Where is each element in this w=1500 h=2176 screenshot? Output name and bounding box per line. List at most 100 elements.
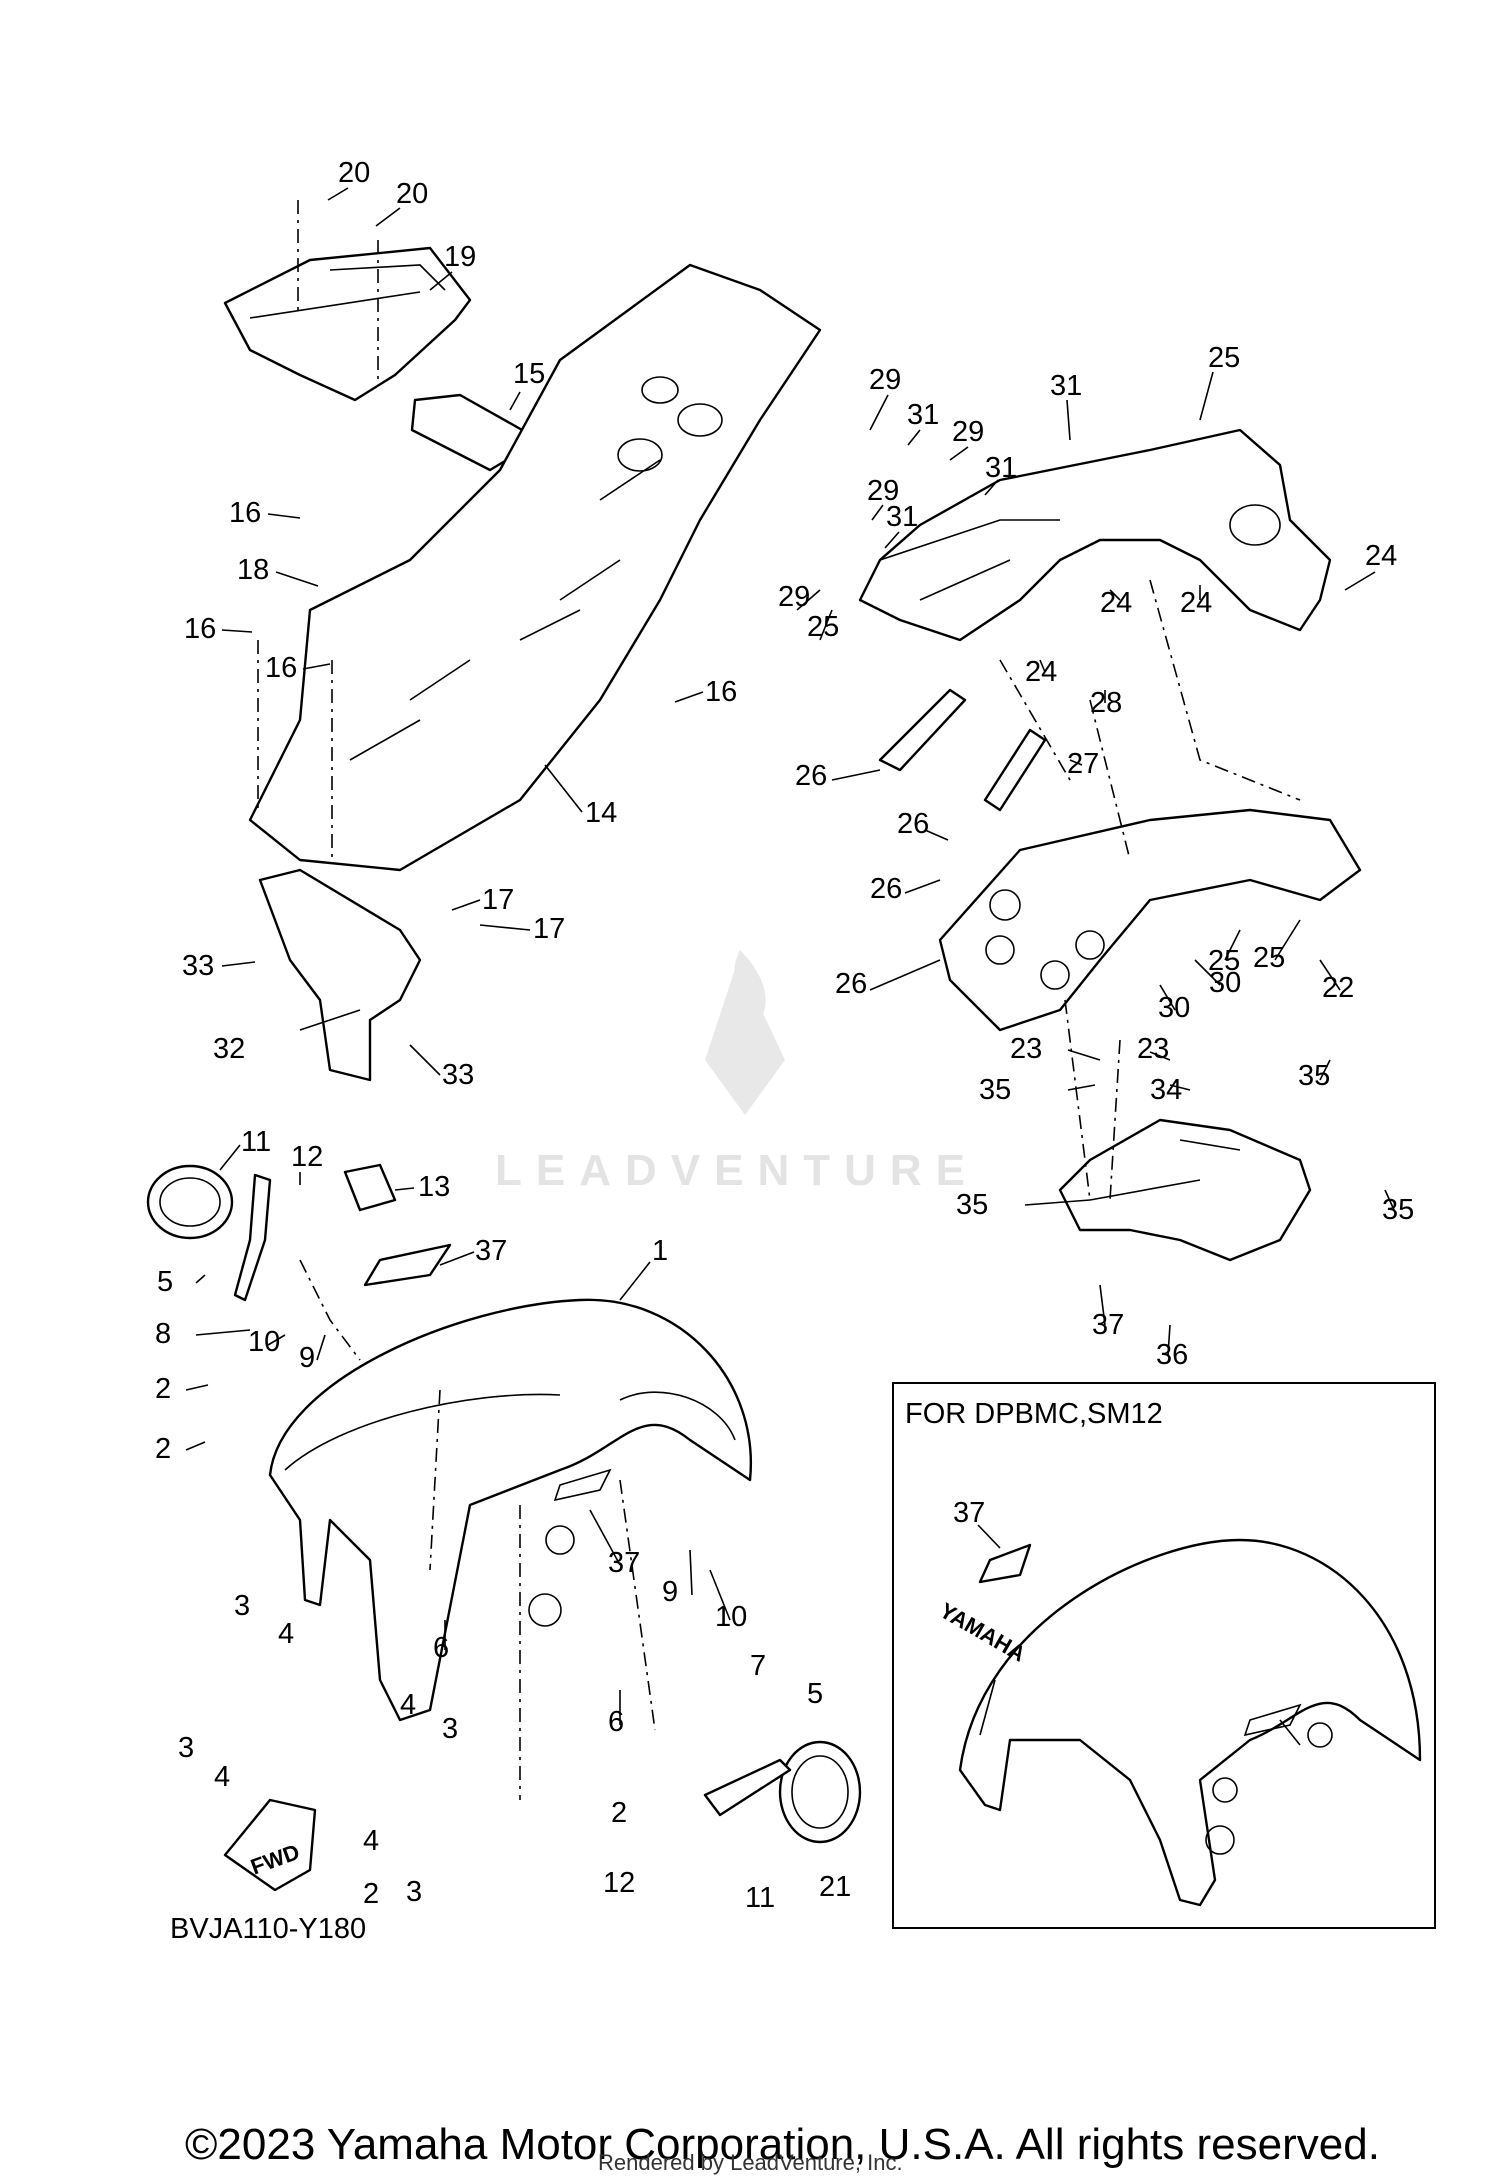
callout-label: 35 bbox=[1298, 1060, 1330, 1092]
fwd-arrow: FWD bbox=[223, 1798, 317, 1892]
callout-label: 11 bbox=[745, 1882, 775, 1914]
inset-box: FOR DPBMC,SM12 YAMAHA bbox=[892, 1382, 1436, 1929]
callout-label: 16 bbox=[705, 676, 737, 708]
callout-label: 26 bbox=[835, 968, 867, 1000]
callout-label: 23 bbox=[1137, 1033, 1169, 1065]
bracket-28 bbox=[878, 688, 967, 772]
callout-label: 34 bbox=[1150, 1074, 1182, 1106]
callout-label: 31 bbox=[985, 452, 1017, 484]
tray-19 bbox=[223, 246, 472, 402]
callout-label: 35 bbox=[956, 1189, 988, 1221]
inset-title: FOR DPBMC,SM12 bbox=[905, 1398, 1163, 1430]
callout-label: 27 bbox=[1067, 748, 1099, 780]
callout-labels: 20 20 19 15 16 18 16 16 16 14 17 17 33 3… bbox=[155, 157, 1414, 1914]
rendered-by-credit: Rendered by LeadVenture, Inc. bbox=[598, 2150, 903, 2175]
callout-label: 33 bbox=[182, 950, 214, 982]
callout-label: 37 bbox=[953, 1497, 985, 1529]
callout-label: 23 bbox=[1010, 1033, 1042, 1065]
callout-label: 26 bbox=[897, 808, 929, 840]
bracket-8 bbox=[233, 1173, 272, 1302]
tail-cowl-21 bbox=[858, 428, 1332, 642]
callout-label: 6 bbox=[433, 1632, 449, 1664]
callout-label: 5 bbox=[807, 1678, 823, 1710]
cover-34 bbox=[1058, 1118, 1312, 1262]
callout-label: 9 bbox=[299, 1342, 315, 1374]
callout-label: 26 bbox=[870, 873, 902, 905]
callout-label: 29 bbox=[867, 475, 899, 507]
callout-label: 25 bbox=[1253, 942, 1285, 974]
callout-label: 25 bbox=[807, 611, 839, 643]
decal-37 bbox=[363, 1243, 452, 1287]
callout-label: 25 bbox=[1208, 342, 1240, 374]
assembly-lines bbox=[257, 200, 1301, 1800]
callout-label: 31 bbox=[1050, 370, 1082, 402]
callout-label: 36 bbox=[1156, 1339, 1188, 1371]
callout-label: 4 bbox=[400, 1689, 416, 1721]
rear-fender-14 bbox=[248, 263, 822, 872]
callout-label: 2 bbox=[363, 1878, 379, 1910]
callout-label: 24 bbox=[1100, 587, 1132, 619]
callout-label: 4 bbox=[278, 1618, 294, 1650]
callout-label: 18 bbox=[237, 554, 269, 586]
diagram-code: BVJA110-Y180 bbox=[170, 1913, 366, 1945]
callout-label: 37 bbox=[1092, 1309, 1124, 1341]
callout-label: 3 bbox=[406, 1876, 422, 1908]
callout-label: 32 bbox=[213, 1033, 245, 1065]
callout-label: 16 bbox=[184, 613, 216, 645]
callout-label: 31 bbox=[886, 501, 918, 533]
callout-label: 5 bbox=[157, 1266, 173, 1298]
callout-label: 29 bbox=[869, 364, 901, 396]
callout-label: 21 bbox=[819, 1871, 851, 1903]
callout-label: 4 bbox=[363, 1825, 379, 1857]
callout-label: 24 bbox=[1365, 540, 1397, 572]
callout-label: 3 bbox=[178, 1732, 194, 1764]
clamp-13 bbox=[343, 1163, 397, 1212]
callout-label: 31 bbox=[907, 399, 939, 431]
leader-lines bbox=[185, 187, 1396, 1746]
mud-flap-32 bbox=[258, 868, 422, 1082]
bracket-27 bbox=[983, 728, 1047, 812]
reflector-11-left bbox=[146, 1164, 234, 1240]
bracket-7 bbox=[703, 1758, 792, 1817]
callout-label: 24 bbox=[1180, 587, 1212, 619]
callout-label: 2 bbox=[155, 1373, 171, 1405]
callout-label: 20 bbox=[396, 178, 428, 210]
callout-label: 26 bbox=[795, 760, 827, 792]
callout-label: 3 bbox=[442, 1713, 458, 1745]
callout-label: 4 bbox=[214, 1761, 230, 1793]
callout-label: 17 bbox=[533, 913, 565, 945]
callout-label: 16 bbox=[265, 652, 297, 684]
callout-label: 35 bbox=[979, 1074, 1011, 1106]
callout-label: 8 bbox=[155, 1318, 171, 1350]
leadventure-watermark: LEADVENTURE bbox=[495, 950, 979, 1195]
callout-label: 12 bbox=[291, 1141, 323, 1173]
callout-label: 20 bbox=[338, 157, 370, 189]
watermark-text: LEADVENTURE bbox=[495, 1146, 979, 1195]
callout-label: 19 bbox=[444, 241, 476, 273]
callout-label: 9 bbox=[662, 1576, 678, 1608]
callout-label: 1 bbox=[652, 1235, 668, 1267]
callout-label: 28 bbox=[1090, 687, 1122, 719]
callout-label: 33 bbox=[442, 1059, 474, 1091]
callout-label: 17 bbox=[482, 884, 514, 916]
callout-label: 35 bbox=[1382, 1194, 1414, 1226]
reflector-11-right bbox=[778, 1740, 862, 1844]
callout-label: 37 bbox=[475, 1235, 507, 1267]
callout-label: 6 bbox=[608, 1706, 624, 1738]
callout-label: 29 bbox=[778, 581, 810, 613]
callout-label: 7 bbox=[750, 1650, 766, 1682]
callout-label: 3 bbox=[234, 1590, 250, 1622]
callout-label: 16 bbox=[229, 497, 261, 529]
callout-label: 13 bbox=[418, 1171, 450, 1203]
callout-label: 2 bbox=[155, 1433, 171, 1465]
callout-label: 15 bbox=[513, 358, 545, 390]
callout-label: 30 bbox=[1209, 967, 1241, 999]
callout-label: 2 bbox=[611, 1797, 627, 1829]
copyright-footer: ©2023 Yamaha Motor Corporation, U.S.A. A… bbox=[185, 2120, 1380, 2169]
callout-label: 10 bbox=[248, 1326, 280, 1358]
seat-frame-22 bbox=[938, 808, 1362, 1032]
front-fender-1 bbox=[268, 1298, 753, 1722]
callout-label: 29 bbox=[952, 416, 984, 448]
callout-label: 10 bbox=[715, 1601, 747, 1633]
